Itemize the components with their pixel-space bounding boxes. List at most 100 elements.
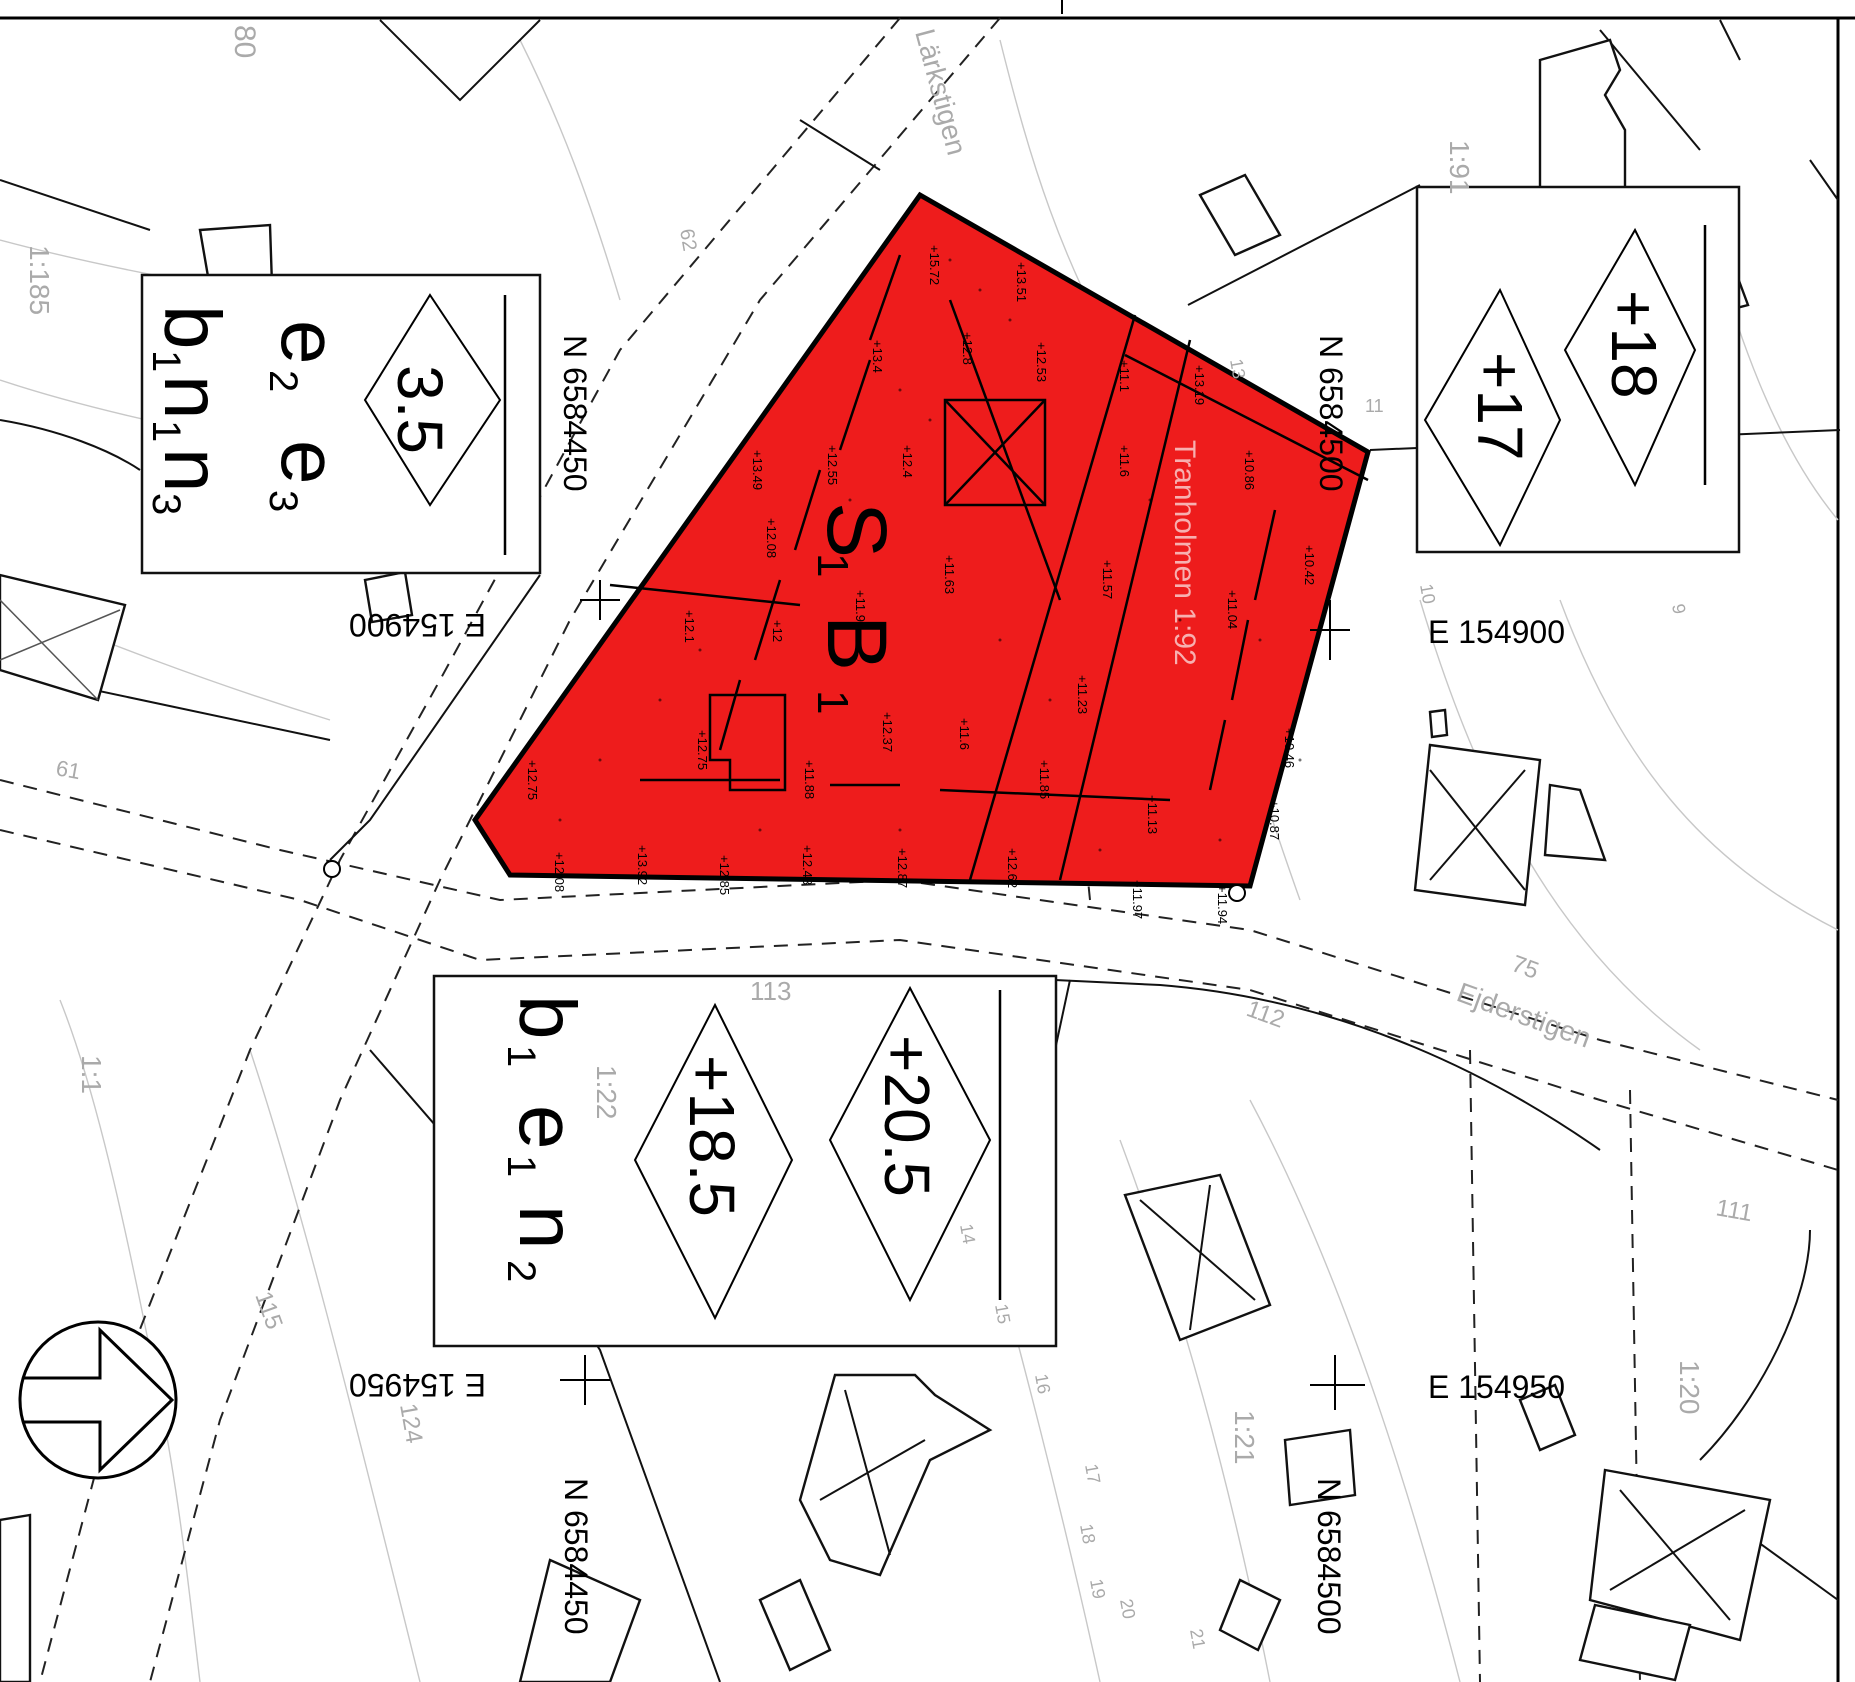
elevation-label: +12.4: [900, 445, 915, 478]
elevation-label: +11.1: [1117, 360, 1132, 392]
svg-text:2: 2: [499, 1260, 543, 1282]
svg-text:62: 62: [675, 227, 701, 253]
building: [1543, 783, 1607, 862]
zone-label-s: S: [810, 502, 904, 558]
info-box-left: 3.5 e 2 e 3 b 1 n 1 n 3: [140, 273, 542, 575]
svg-text:11: 11: [1365, 396, 1384, 416]
survey-point-icon: [1228, 884, 1246, 902]
coord-e: E 154900: [349, 607, 486, 643]
parcel-label: 1:22: [591, 1065, 622, 1120]
elevation-label: +15.72: [927, 245, 942, 285]
reg-label: e: [265, 320, 354, 365]
elevation-label: +13.49: [750, 450, 765, 490]
svg-text:17: 17: [1081, 1462, 1104, 1485]
elevation-label: +11.6: [1117, 445, 1132, 477]
height-label: 3.5: [384, 365, 456, 454]
area-name-label: Tranholmen 1:92: [1168, 440, 1201, 666]
parcel-label: 1:185: [24, 245, 55, 315]
elevation-label: +10.86: [1242, 450, 1257, 490]
svg-text:15: 15: [991, 1302, 1014, 1325]
elevation-label: +12.1: [682, 610, 697, 643]
svg-text:e: e: [503, 1105, 592, 1150]
svg-text:13: 13: [1226, 357, 1249, 380]
parcel-label: 1:21: [1229, 1410, 1260, 1465]
elevation-label: +13.4: [870, 340, 885, 373]
building: [363, 570, 414, 624]
grid-crosses: [560, 580, 1365, 1410]
height-label: +18: [1598, 290, 1670, 399]
svg-text:n: n: [148, 448, 237, 493]
building: [1198, 173, 1282, 257]
building: [798, 1373, 993, 1577]
svg-text:1: 1: [499, 1045, 543, 1067]
reg-label: b: [503, 995, 592, 1040]
survey-point-icon: [323, 860, 341, 878]
street-label: Lärkstigen: [909, 26, 972, 159]
elevation-label: +12.75: [525, 760, 540, 800]
elevation-label: +12: [770, 620, 785, 642]
svg-text:1: 1: [499, 1155, 543, 1177]
elevation-points: +15.72 +13.51 +12.8 +12.53 +13.4 +12.55 …: [525, 245, 1317, 924]
elevation-label: +11.88: [802, 760, 817, 799]
elevation-label: +12.08: [552, 852, 567, 892]
svg-text:20: 20: [1116, 1597, 1139, 1620]
elevation-label: +11.23: [1075, 675, 1090, 714]
coord-e: E 154900: [1428, 614, 1565, 650]
svg-text:18: 18: [1076, 1522, 1099, 1545]
building: [518, 1558, 642, 1682]
parcel-label: 1:91: [1444, 140, 1475, 195]
elevation-label: +12.8: [960, 332, 975, 365]
svg-text:112: 112: [1243, 995, 1288, 1033]
elevation-label: +11.85: [1037, 760, 1052, 799]
zone-label-b: B: [810, 615, 904, 671]
elevation-label: +12.43: [800, 845, 815, 885]
coord-n: N 6584500: [1313, 335, 1349, 492]
elevation-label: +10.46: [1282, 728, 1297, 768]
elevation-label: +13.92: [635, 845, 650, 885]
height-label: +17: [1464, 352, 1536, 461]
svg-text:80: 80: [228, 25, 261, 58]
elevation-label: +12.85: [717, 855, 732, 895]
building: [1123, 1173, 1272, 1342]
zone-label-sub2: 1: [808, 690, 857, 714]
svg-text:3: 3: [261, 490, 305, 512]
svg-text:e: e: [265, 440, 354, 485]
svg-text:124: 124: [394, 1401, 428, 1445]
parcel-label: 1:1: [76, 1055, 107, 1094]
elevation-label: +11.13: [1145, 795, 1160, 834]
elevation-label: +12.62: [1005, 848, 1020, 888]
coord-n: N 6584450: [558, 1478, 594, 1635]
elevation-label: +10.42: [1302, 545, 1317, 585]
elevation-label: +11.94: [1215, 885, 1230, 924]
elevation-label: +11.6: [957, 718, 972, 750]
building: [1588, 1468, 1772, 1642]
zone-dots: [558, 258, 1302, 852]
svg-text:1: 1: [144, 350, 188, 372]
svg-text:9: 9: [1668, 602, 1689, 615]
svg-text:21: 21: [1186, 1627, 1209, 1650]
coord-n: N 6584450: [557, 335, 593, 492]
svg-text:16: 16: [1031, 1372, 1054, 1395]
height-label: +20.5: [871, 1035, 943, 1197]
elevation-label: +13.19: [1192, 365, 1207, 405]
elevation-label: +13.51: [1014, 262, 1029, 302]
svg-text:3: 3: [144, 493, 188, 515]
svg-text:n: n: [503, 1205, 592, 1250]
elevation-label: +11.04: [1225, 590, 1240, 629]
svg-text:1: 1: [144, 420, 188, 442]
street-label: Ejderstigen: [1453, 977, 1595, 1054]
elevation-label: +12.08: [764, 518, 779, 558]
svg-text:113: 113: [750, 976, 791, 1006]
coord-e: E 154950: [349, 1367, 486, 1403]
coordinate-labels: N 6584450 N 6584500 N 6584450 N 6584500 …: [349, 335, 1565, 1635]
elevation-label: +10.87: [1267, 800, 1282, 840]
elevation-label: +11.9: [853, 590, 868, 622]
svg-text:75: 75: [1508, 950, 1542, 985]
elevation-label: +11.97: [1130, 880, 1145, 919]
zone-polygon: [471, 191, 1371, 889]
coord-e: E 154950: [1428, 1369, 1565, 1405]
elevation-label: +12.37: [880, 712, 895, 752]
svg-text:19: 19: [1086, 1577, 1109, 1600]
building: [0, 573, 127, 702]
